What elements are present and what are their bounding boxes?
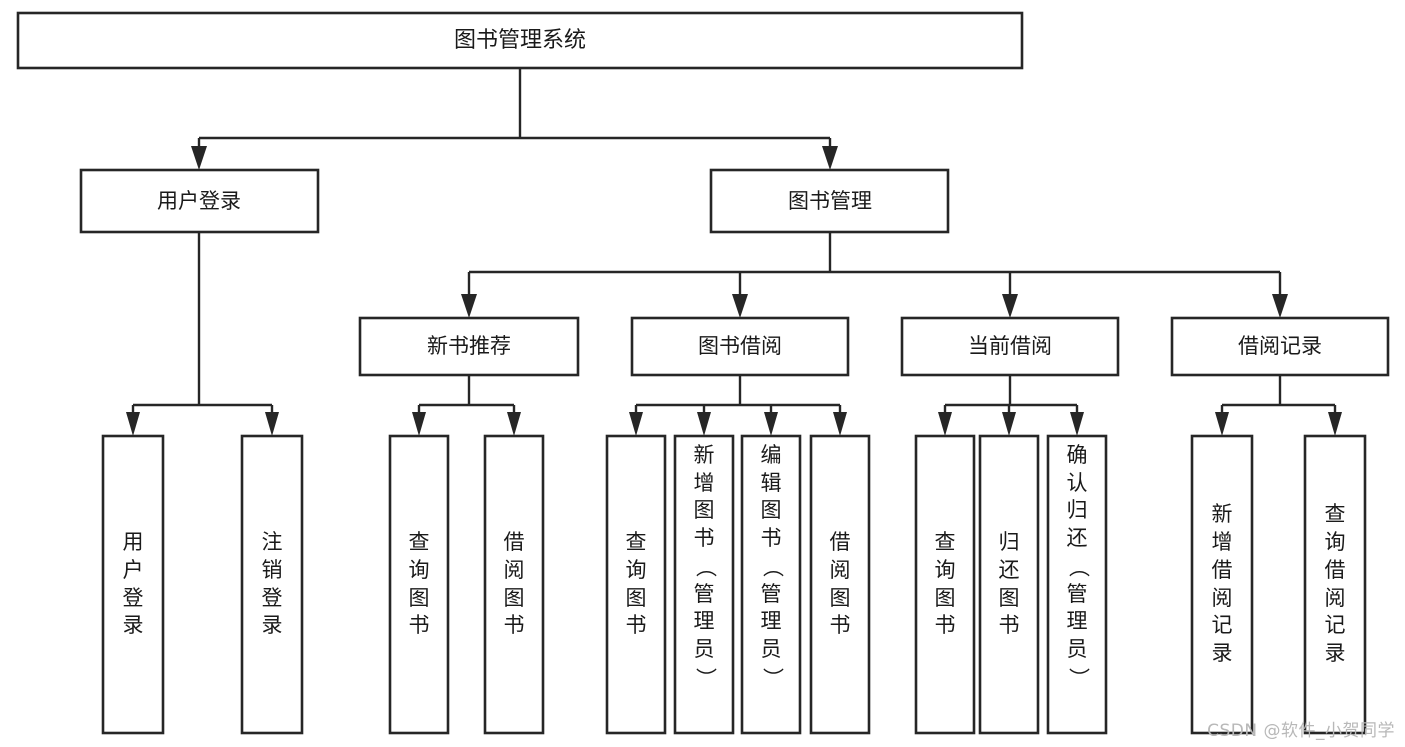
node-leaf-logout-login-box[interactable] [240,434,304,735]
arrow-bm-to-current-borrow [1002,294,1018,318]
node-leaf-query-book-1-box[interactable] [388,434,450,735]
arrow-bm-to-book-borrow [732,294,748,318]
node-root-label: 图书管理系统 [454,28,586,53]
node-leaf-return-book-box[interactable] [978,434,1040,735]
node-book-borrow-box[interactable] [630,316,850,377]
node-leaf-borrow-book-2-box[interactable] [809,434,871,735]
connector-group-root [191,68,838,170]
node-current-borrow-box[interactable] [900,316,1120,377]
arrow-br-leaf-1 [1215,412,1229,436]
arrow-root-to-book-manage [822,146,838,170]
node-book-manage-box[interactable] [709,168,950,234]
node-leaf-user-login-box[interactable] [101,434,165,735]
arrow-cb-leaf-3 [1070,412,1084,436]
node-user-login-box[interactable] [79,168,320,234]
node-leaf-query-book-3-box[interactable] [914,434,976,735]
arrow-root-to-user-login [191,146,207,170]
connector-group-current-borrow [938,375,1084,436]
arrow-bm-to-new-book-recommend [461,294,477,318]
node-leaf-borrow-book-1-box[interactable] [483,434,545,735]
node-leaf-query-book-2-box[interactable] [605,434,667,735]
node-leaf-add-book-admin-box[interactable] [673,434,735,735]
node-user-login-label: 用户登录 [157,189,241,213]
csdn-watermark: CSDN @软件_小贺同学 [1207,721,1395,741]
node-book-borrow-label: 图书借阅 [698,334,782,358]
node-new-book-recommend-box[interactable] [358,316,580,377]
arrow-bb-leaf-2 [697,412,711,436]
arrow-bb-leaf-3 [764,412,778,436]
arrow-user-login-leaf-1 [126,412,140,436]
arrow-nbr-leaf-2 [507,412,521,436]
arrow-bb-leaf-4 [833,412,847,436]
node-new-book-recommend-label: 新书推荐 [427,334,511,358]
arrow-bb-leaf-1 [629,412,643,436]
node-borrow-record-label: 借阅记录 [1238,334,1322,358]
node-leaf-confirm-return-admin-box[interactable] [1046,434,1108,735]
arrow-cb-leaf-2 [1002,412,1016,436]
connector-group-borrow-record [1215,375,1342,436]
arrow-nbr-leaf-1 [412,412,426,436]
arrow-br-leaf-2 [1328,412,1342,436]
node-leaf-add-borrow-record-box[interactable] [1190,434,1254,735]
arrow-cb-leaf-1 [938,412,952,436]
node-current-borrow-label: 当前借阅 [968,334,1052,358]
node-leaf-query-borrow-record-box[interactable] [1303,434,1367,735]
node-borrow-record-box[interactable] [1170,316,1390,377]
node-book-manage-label: 图书管理 [788,189,872,213]
node-root-box[interactable] [16,11,1024,70]
arrow-user-login-leaf-2 [265,412,279,436]
connector-group-book-manage [461,232,1288,318]
arrow-bm-to-borrow-record [1272,294,1288,318]
connector-group-book-borrow [629,375,847,436]
node-leaf-edit-book-admin-box[interactable] [740,434,802,735]
connector-group-new-book-recommend [412,375,521,436]
connector-group-user-login [126,232,279,436]
